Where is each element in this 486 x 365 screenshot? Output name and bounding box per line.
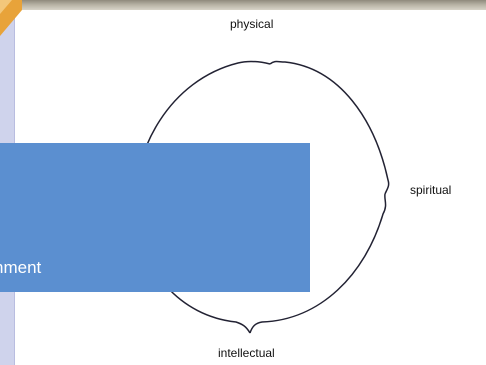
cycle-arc-spiritual-intellectual [249,193,387,334]
node-label-spiritual: spiritual [410,183,452,197]
node-label-intellectual: intellectual [218,346,275,360]
corner-accent [0,0,22,36]
cycle-arc-physical-spiritual [269,60,390,195]
node-label-physical: physical [230,17,274,31]
overlay-text: nment [0,258,42,277]
overlay-panel [0,143,310,292]
top-banner-image [0,0,486,10]
